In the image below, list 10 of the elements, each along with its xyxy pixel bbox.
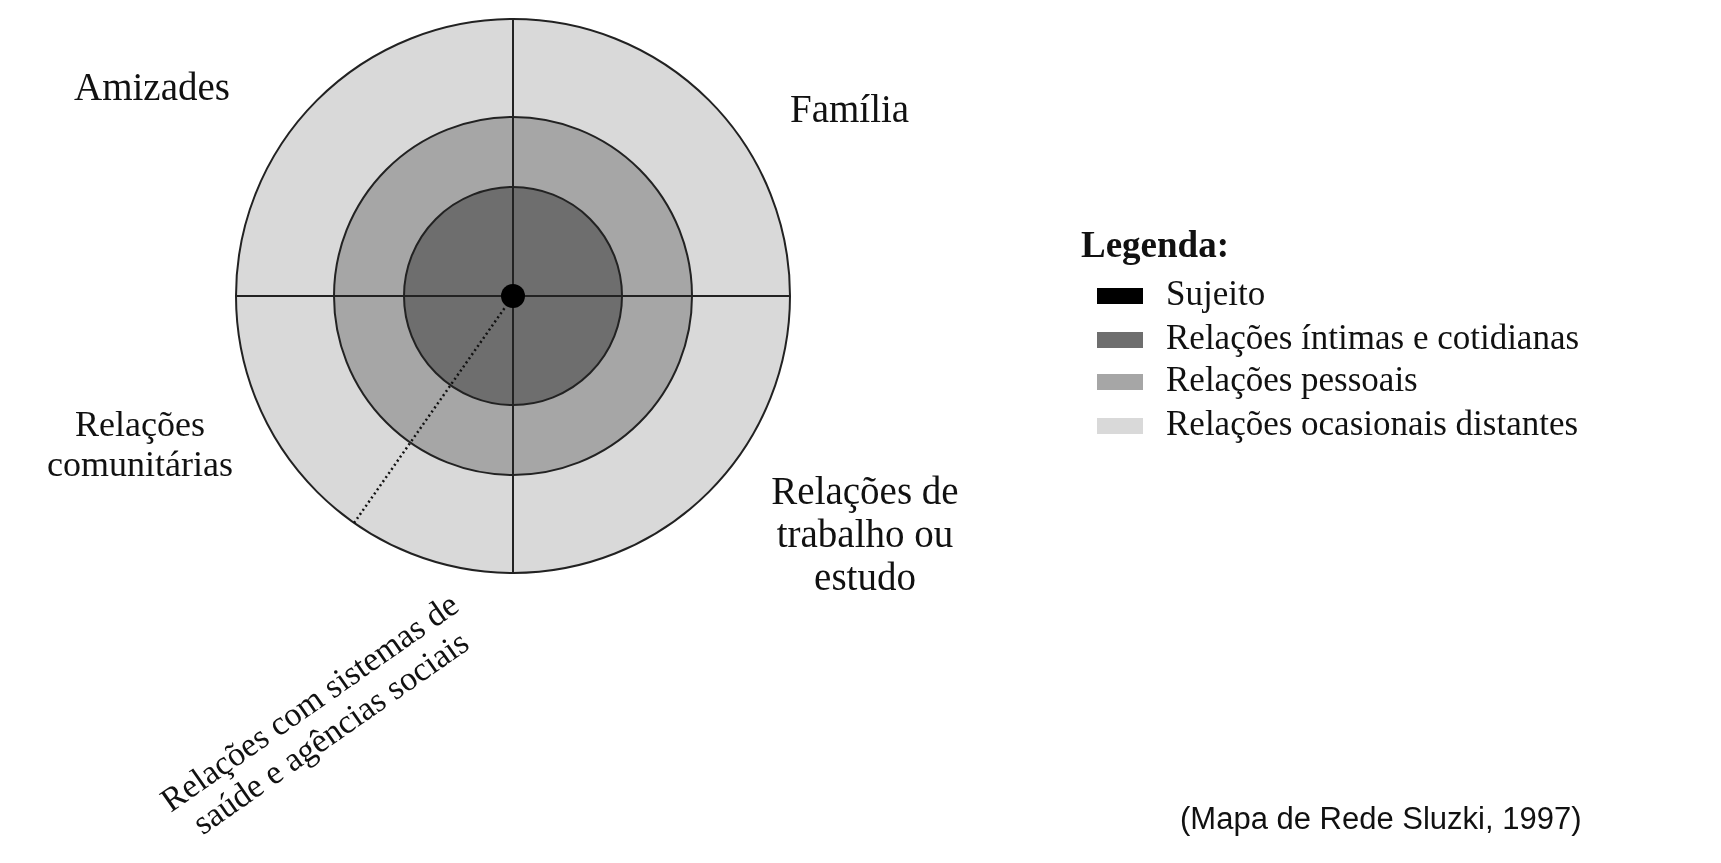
source-caption: (Mapa de Rede Sluzki, 1997) — [1180, 802, 1582, 837]
sector-label: Família — [790, 88, 910, 131]
legend-label: Relações ocasionais distantes — [1166, 405, 1579, 444]
sector-label: Amizades — [74, 66, 230, 109]
sector-label: Relações de trabalho ou estudo — [770, 470, 960, 599]
legend-label: Relações pessoais — [1166, 361, 1418, 400]
legend-label: Relações íntimas e cotidianas — [1166, 319, 1580, 358]
legend-title: Legenda: — [1081, 225, 1229, 266]
legend-label: Sujeito — [1166, 275, 1266, 314]
sector-label: Relações comunitárias — [46, 405, 234, 485]
